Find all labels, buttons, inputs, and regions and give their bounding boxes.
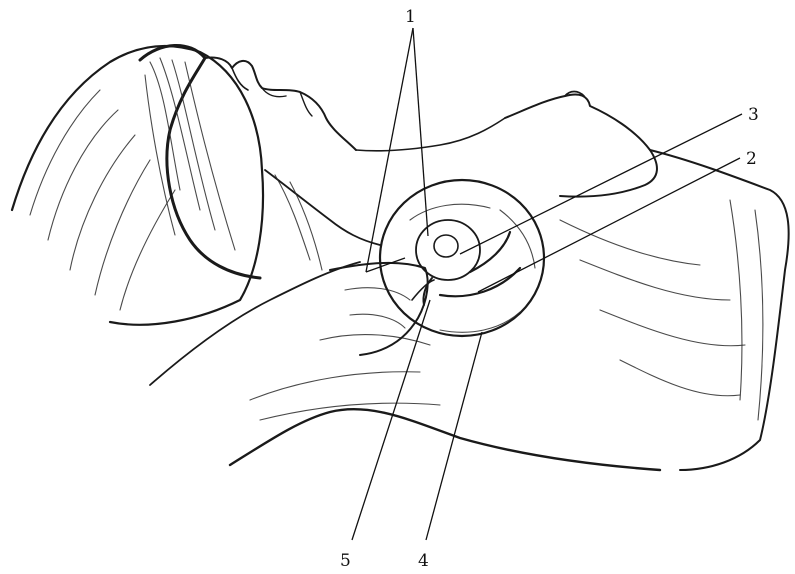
label-1: 1 (405, 7, 416, 27)
leader-lines (352, 28, 742, 540)
label-3: 3 (748, 105, 759, 125)
pillow (12, 46, 263, 325)
label-2: 2 (746, 149, 757, 169)
leader-1-b (413, 28, 428, 236)
breast-outline (505, 92, 657, 197)
hair (140, 45, 260, 278)
leader-1-c (366, 258, 405, 272)
leader-4 (426, 332, 482, 540)
leader-3 (460, 114, 742, 254)
labels: 1 3 2 5 4 (340, 7, 759, 571)
label-4: 4 (418, 551, 429, 571)
device-center (434, 235, 458, 257)
torso-sheet (150, 150, 789, 470)
label-5: 5 (340, 551, 351, 571)
neck (265, 118, 505, 270)
face (205, 57, 356, 150)
